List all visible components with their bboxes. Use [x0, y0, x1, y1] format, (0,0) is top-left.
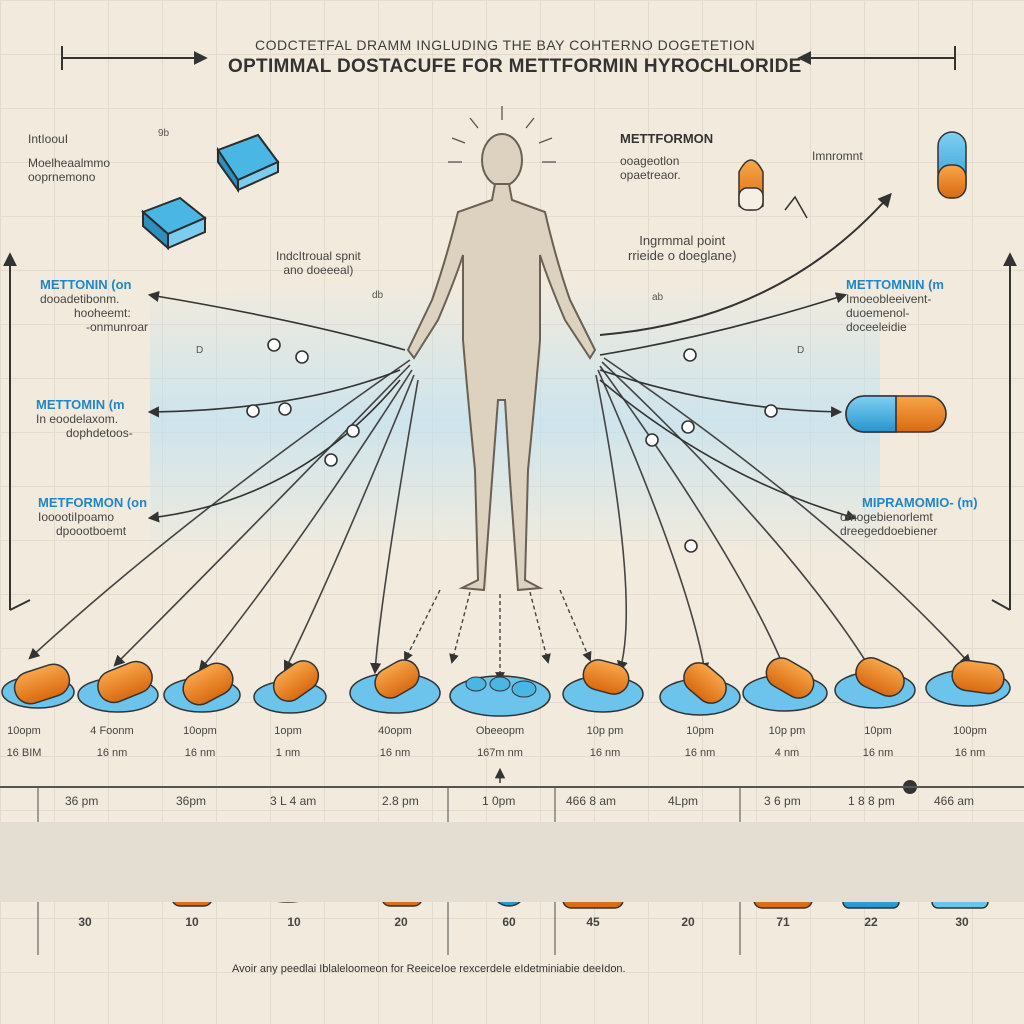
footer-note: Avoir any peedlai Iblaleloomeon for Reei…: [232, 963, 626, 975]
shelf-dose: 2.8 pm: [382, 794, 419, 808]
shelf-count: 20: [681, 915, 695, 929]
small-mark: D: [196, 345, 204, 356]
shelf-line: [0, 786, 1024, 958]
capsule-icon: [937, 131, 967, 199]
pill-item: [349, 659, 441, 714]
right-label-2: Imnromnt: [812, 149, 863, 163]
pill-item: [659, 662, 741, 716]
pill-item: [163, 662, 241, 713]
shelf-count: 71: [776, 915, 790, 929]
shelf-count: 20: [394, 915, 408, 929]
glow-rays: [448, 106, 556, 163]
feet-arrows: [404, 589, 592, 682]
human-figure: [406, 133, 597, 592]
shelf-dose: 1 8 8 pm: [848, 794, 895, 808]
small-mark: db: [372, 290, 384, 301]
pill-row: [1, 657, 1011, 717]
shelf-count: 30: [78, 915, 92, 929]
shelf-background: [0, 822, 1024, 902]
pill-item: [77, 660, 159, 713]
shelf-dose: 3 6 pm: [764, 794, 801, 808]
capsule-icon: [738, 159, 764, 211]
pill-item: [253, 660, 327, 714]
open-box-icon: [141, 196, 207, 251]
node-dots: [246, 338, 778, 553]
shelf-dose: 1 0pm: [482, 794, 516, 808]
fan-lines: [28, 357, 972, 675]
shelf-count: 45: [586, 915, 600, 929]
small-mark: ab: [652, 292, 664, 303]
shelf-count: 30: [955, 915, 969, 929]
small-mark: D: [797, 345, 805, 356]
pill-item: [742, 657, 828, 712]
pill-item: [925, 659, 1011, 707]
shelf-dose: 36pm: [176, 794, 207, 808]
shelf-count: 10: [185, 915, 199, 929]
shelf-dose: 4Lpm: [668, 794, 699, 808]
pill-item: [562, 659, 644, 713]
shelf-dose: 36 pm: [65, 794, 99, 808]
pill-item: [834, 657, 916, 709]
small-mark: 9b: [158, 128, 170, 139]
shelf-dose: 466 am: [934, 794, 975, 808]
shelf-count: 10: [287, 915, 301, 929]
shelf-count: 60: [502, 915, 516, 929]
label-arrows: [147, 290, 858, 523]
shelf-dose: 3 L 4 am: [270, 794, 317, 808]
pill-item: [449, 675, 551, 717]
capsule-icon: [845, 395, 947, 433]
open-box-icon: [216, 133, 280, 194]
shelf-dose: 466 8 am: [566, 794, 617, 808]
shelf-count: 22: [864, 915, 878, 929]
check-mark: [784, 195, 808, 219]
diagram-subtitle: CODCTETFAL DRAMM INGLUDING THE BAY COHTE…: [255, 37, 756, 53]
arrow-to-top-right: [599, 192, 892, 336]
diagram-title: OPTIMMAL DOSTACUFE FOR METTFORMIN HYROCH…: [228, 56, 802, 77]
pill-item: [1, 663, 75, 709]
